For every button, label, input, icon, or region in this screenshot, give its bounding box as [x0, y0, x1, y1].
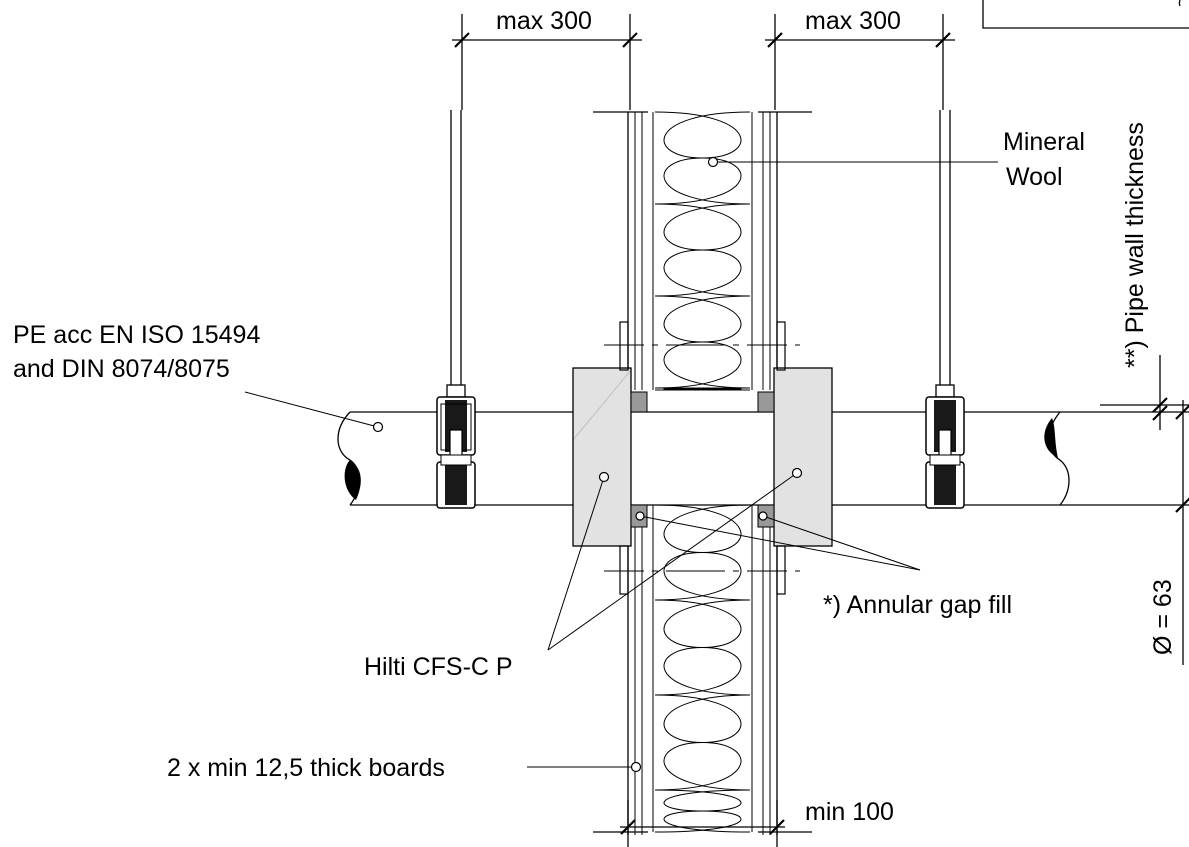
title-block-corner — [982, 0, 1189, 29]
fire-collar-right — [773, 367, 833, 547]
wool-loop — [654, 295, 751, 389]
dimension-label-max-right: max 300 — [805, 7, 901, 35]
pe-pipe-label-line1: PE acc EN ISO 15494 — [13, 321, 260, 349]
wool-loop — [654, 203, 751, 297]
mineral-wool-label-line1: Mineral — [1003, 128, 1085, 156]
mineral-wool-pattern — [652, 111, 753, 391]
diameter-label: Ø = 63 — [1149, 579, 1177, 655]
collar-fixings — [604, 321, 800, 595]
leader-lines — [244, 156, 998, 773]
fire-collar-left — [572, 367, 632, 547]
pe-pipe-label-line2: and DIN 8074/8075 — [13, 355, 230, 383]
pipe-hanger-left — [436, 110, 476, 509]
wool-loop — [654, 387, 751, 391]
hilti-collar-label: Hilti CFS-C P — [364, 653, 513, 681]
mineral-wool-pattern-lower — [652, 504, 753, 833]
wool-loop — [654, 504, 751, 601]
dimension-max-right — [765, 14, 955, 110]
mineral-wool-label-line2: Wool — [1006, 163, 1063, 191]
annular-gap-label: *) Annular gap fill — [823, 591, 1012, 619]
wool-loop — [654, 789, 751, 833]
wool-loop — [654, 599, 751, 696]
drywall-wall — [593, 111, 812, 835]
dimension-max-left — [452, 14, 642, 110]
dimension-label-min-100: min 100 — [805, 798, 894, 826]
dimension-min-100 — [620, 800, 785, 847]
wool-loop — [654, 694, 751, 791]
pipe-wall-thickness-label: **) Pipe wall thickness — [1121, 122, 1149, 368]
dimension-diameter — [1060, 400, 1189, 665]
boards-label: 2 x min 12,5 thick boards — [167, 754, 445, 782]
dimension-pipe-wall — [1100, 355, 1189, 430]
wool-loop — [654, 111, 751, 205]
dimension-label-max-left: max 300 — [496, 7, 592, 35]
annular-gap-fill — [630, 391, 775, 528]
pipe-hanger-right — [925, 110, 965, 509]
